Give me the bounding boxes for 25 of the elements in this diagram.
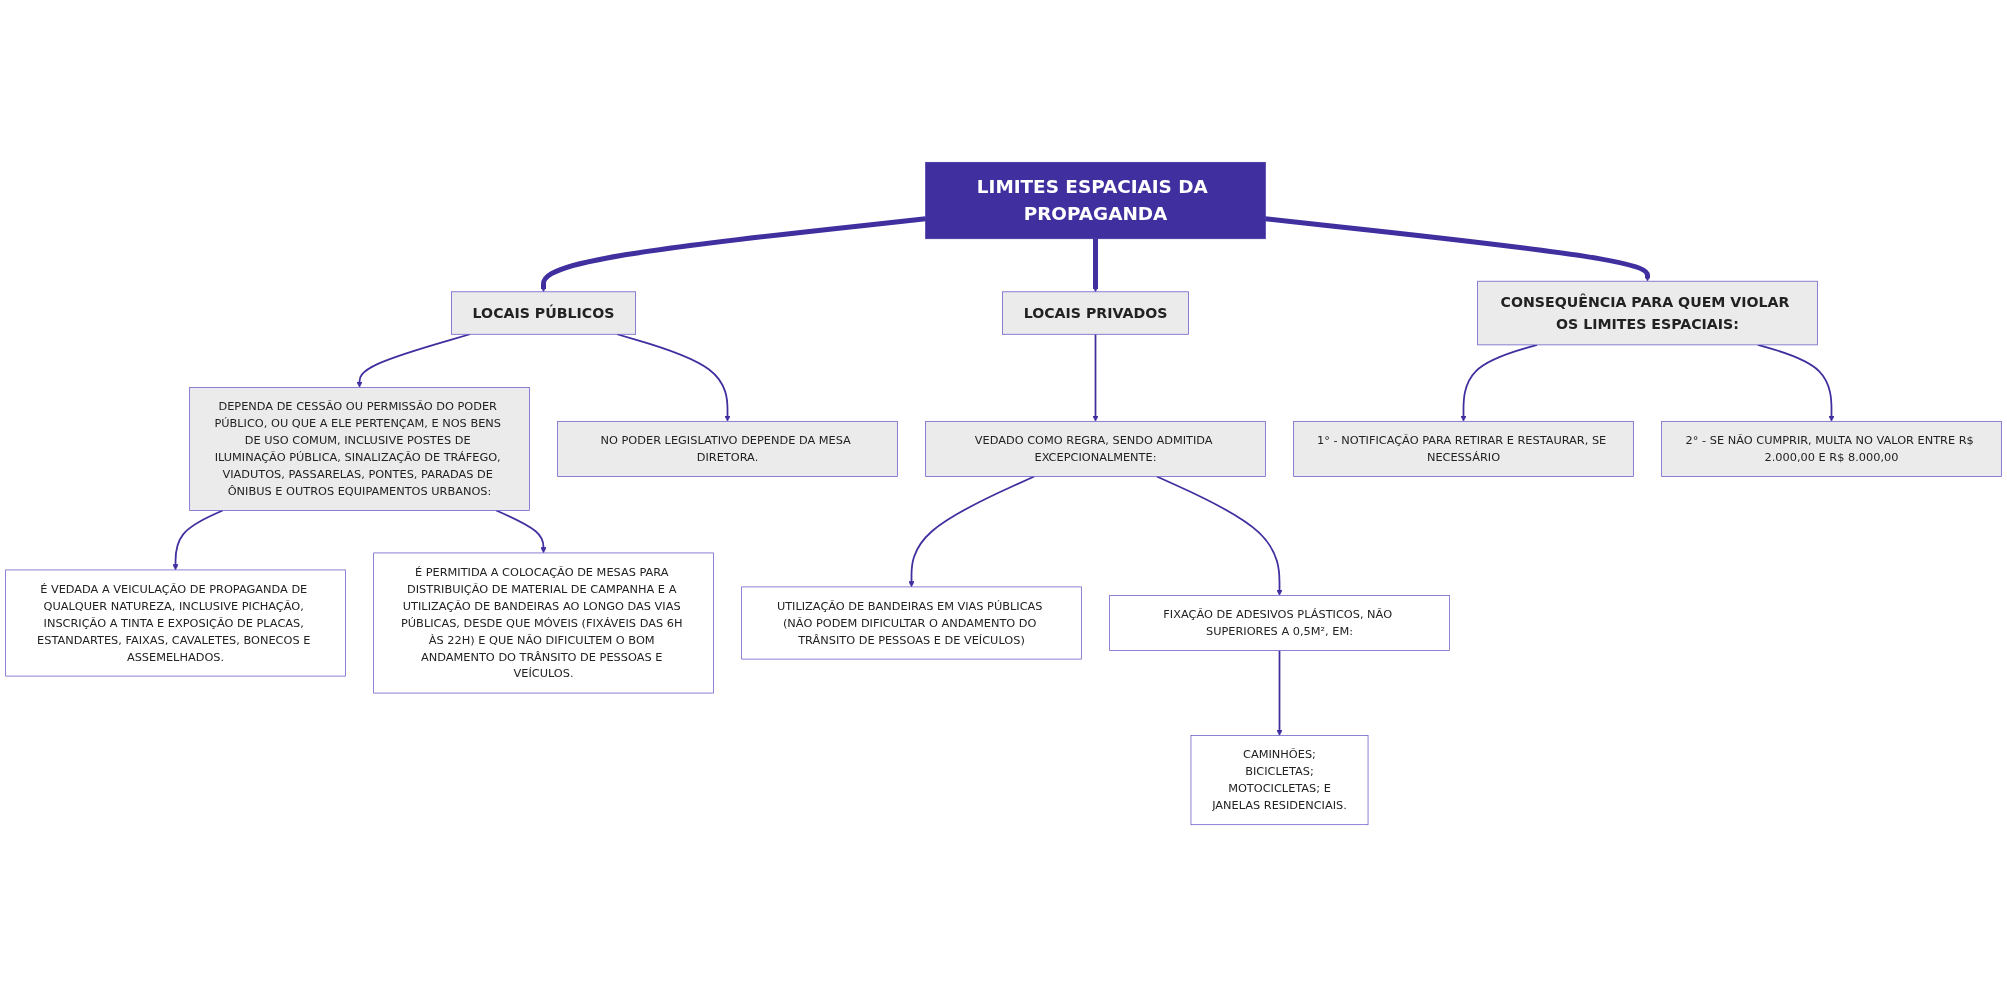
arrow (1265, 216, 1651, 282)
node-box: É VEDADA A VEICULAÇÃO DE PROPAGANDA DE QUALQUER NATUREZA, INCLUSIVE PICHAÇÃO, INSCRIÇÃO A TINTA E EXPOSIÇÃO DE PLACAS, ESTANDARTES, FAIXAS, CAVALETES, BONECOS E ASSEMELHADOS. (5, 569, 346, 677)
node-box: DEPENDA DE CESSÃO OU PERMISSÃO DO PODER PÚBLICO, OU QUE A ELE PERTENÇAM, E NOS BENS DE USO COMUM, INCLUSIVE POSTES DE ILUMINAÇÃO PÚBLICA, SINALIZAÇÃO DE TRÁFEGO, VIADUTOS, PASSARELAS, PONTES, PARADAS DE ÔNIBUS E OUTROS EQUIPAMENTOS URBANOS: (189, 387, 530, 511)
arrow (1092, 238, 1099, 293)
node-box: VEDADO COMO REGRA, SENDO ADMITIDA EXCEPCIONALMENTE: (925, 420, 1266, 477)
arrow (908, 475, 1036, 588)
node-box: NO PODER LEGISLATIVO DEPENDE DA MESA DIRETORA. (557, 420, 898, 477)
node-box: CONSEQUÊNCIA PARA QUEM VIOLAR OS LIMITES ESPACIAIS: (1477, 280, 1818, 346)
arrow (172, 509, 224, 571)
node-box: CAMINHÕES; BICICLETAS; MOTOCICLETAS; E JANELAS RESIDENCIAIS. (1190, 735, 1369, 826)
node-box: LOCAIS PÚBLICOS (451, 291, 636, 335)
arrow (1276, 649, 1283, 736)
arrow (1092, 333, 1099, 422)
arrow (1155, 475, 1283, 596)
arrow (1757, 344, 1835, 422)
arrow (495, 509, 547, 554)
arrow (540, 216, 926, 293)
node-box: FIXAÇÃO DE ADESIVOS PLÁSTICOS, NÃO SUPERIORES A 0,5M², EM: (1109, 595, 1450, 651)
node-box: UTILIZAÇÃO DE BANDEIRAS EM VIAS PÚBLICAS (NÃO PODEM DIFICULTAR O ANDAMENTO DO TRÂNSITO DE PESSOAS E DE VEÍCULOS) (741, 586, 1082, 660)
node-box: 1° - NOTIFICAÇÃO PARA RETIRAR E RESTAURAR, SE NECESSÁRIO (1293, 420, 1634, 477)
node-box: 2° - SE NÃO CUMPRIR, MULTA NO VALOR ENTRE R$ 2.000,00 E R$ 8.000,00 (1661, 420, 2002, 477)
node-box: É PERMITIDA A COLOCAÇÃO DE MESAS PARA DISTRIBUIÇÃO DE MATERIAL DE CAMPANHA E A UTILIZAÇÃO DE BANDEIRAS AO LONGO DAS VIAS PÚBLICAS, DESDE QUE MÓVEIS (FIXÁVEIS DAS 6H ÀS 22H) E QUE NÃO DIFICULTEM O BOM ANDAMENTO DO TRÂNSITO DE PESSOAS E VEÍCULOS. (373, 552, 714, 694)
node-box: LOCAIS PRIVADOS (1002, 291, 1189, 335)
node-box: LIMITES ESPACIAIS DA PROPAGANDA (925, 161, 1266, 240)
arrow (1460, 344, 1538, 422)
